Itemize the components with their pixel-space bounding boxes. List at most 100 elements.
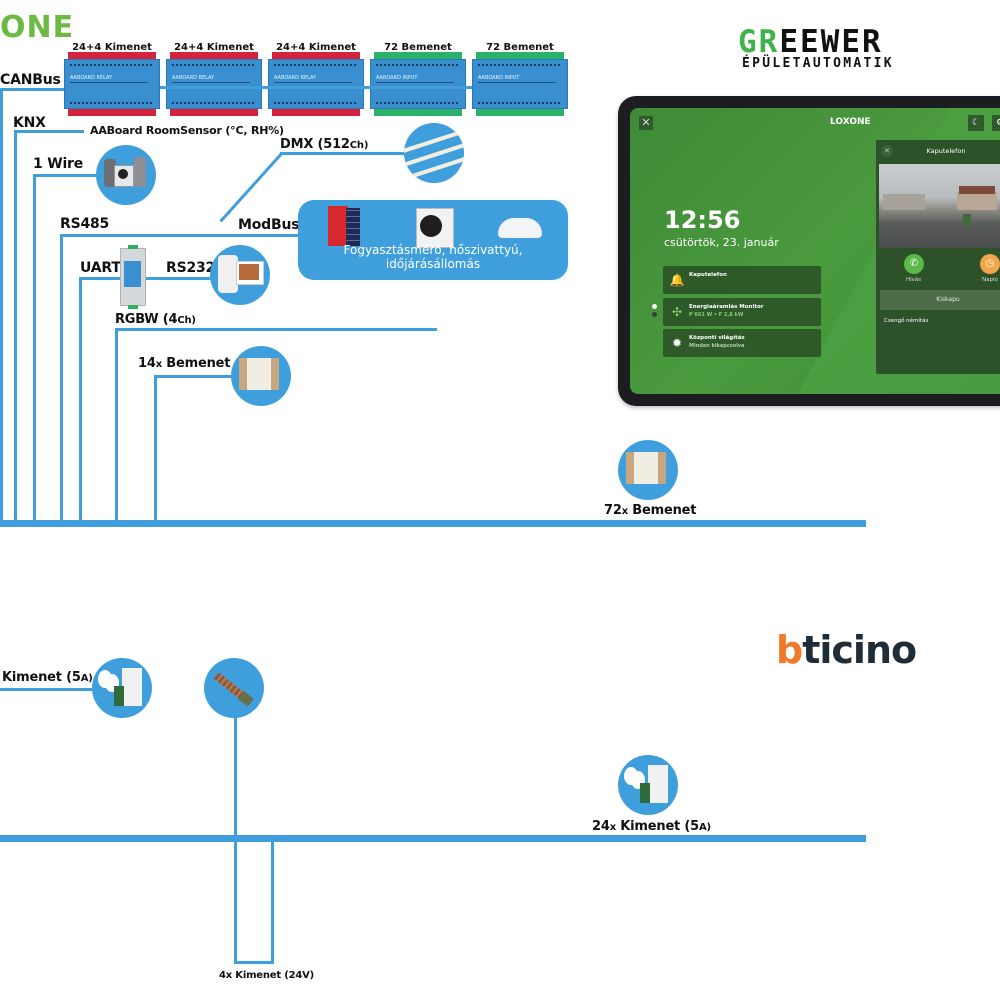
rs232-devices-icon — [210, 245, 270, 305]
log-button[interactable]: ◷ — [980, 254, 1000, 274]
modbus-devices-box: Fogyasztásmérő, hőszivattyú, időjárásáll… — [298, 200, 568, 280]
wire-canbus-h — [0, 88, 64, 91]
card-central-lighting[interactable]: ✹ Központi világítás Minden kikapcsolva — [663, 329, 821, 357]
module-label: AABOARD RELAY — [70, 75, 113, 81]
main-bus-upper — [0, 520, 866, 527]
wire-dmx-diagonal — [219, 152, 284, 223]
label-outputs-left-suffix: A) — [80, 673, 93, 684]
card-title: Energiaáramlás Monitor — [689, 304, 764, 310]
close-icon[interactable]: ✕ — [639, 116, 653, 130]
label-rgbw: RGBW (4Ch) — [115, 312, 196, 327]
led-strip-icon — [404, 123, 464, 183]
label-rs485: RS485 — [60, 216, 110, 232]
wire-inputs-14-h — [154, 375, 236, 378]
camera-feed — [879, 164, 1000, 248]
modbus-devices-caption: Fogyasztásmérő, hőszivattyú, időjárásáll… — [343, 243, 523, 271]
label-inputs-14: 14x Bemenet — [138, 356, 230, 371]
clock-date: csütörtök, 23. január — [664, 236, 779, 249]
greewer-logo: GREEWER — [738, 24, 883, 60]
panel-title: Kaputelefon — [926, 147, 966, 155]
module-title: 24+4 Kimenet — [174, 42, 254, 53]
gate-button[interactable]: Kiskapu — [880, 290, 1000, 310]
tablet-device: ✕ LOXONE ☾ ⚙ 12:56 csütörtök, 23. január… — [618, 96, 1000, 406]
module-title: 72 Bemenet — [486, 42, 554, 53]
relay-module: AABOARD RELAY — [64, 52, 160, 116]
outputs-devices-icon-left — [92, 658, 152, 718]
input-module: AABOARD INPUT — [472, 52, 568, 116]
wire-outputs-left-h — [0, 688, 96, 691]
main-bus-lower — [0, 835, 866, 842]
relay-module: AABOARD RELAY — [268, 52, 364, 116]
wire-inputs-14-v — [154, 375, 157, 522]
input-module: AABOARD INPUT — [370, 52, 466, 116]
wire-24v-loop — [234, 840, 274, 964]
label-knx: KNX — [13, 115, 46, 131]
module-title: 24+4 Kimenet — [276, 42, 356, 53]
label-inputs-14-text: Bemenet — [161, 356, 231, 371]
label-dmx: DMX (512Ch) — [280, 137, 368, 152]
heating-element-icon — [204, 658, 264, 718]
heat-pump-icon — [416, 208, 454, 248]
wire-module-link — [160, 86, 472, 89]
label-outputs-left-text: Kimenet (5 — [2, 670, 81, 685]
energy-flow-icon: ✣ — [671, 305, 683, 319]
module-title: 24+4 Kimenet — [72, 42, 152, 53]
label-dmx-text: DMX (512 — [280, 137, 350, 152]
label-dmx-suffix: Ch) — [349, 140, 369, 151]
settings-icon[interactable]: ⚙ — [992, 115, 1000, 131]
wall-switch-icon-14 — [231, 346, 291, 406]
page-indicator-inactive[interactable] — [652, 312, 657, 317]
label-modbus: ModBus — [238, 217, 300, 233]
label-outputs-24-suffix: A) — [699, 822, 711, 833]
label-outputs-24-text: Kimenet (5 — [615, 819, 699, 834]
module-title: 72 Bemenet — [384, 42, 452, 53]
label-inputs-14-num: 14 — [138, 356, 156, 371]
log-label: Napló — [982, 277, 998, 283]
card-subtitle: P 661 W • F 2,8 kW — [689, 312, 744, 318]
call-button[interactable]: ✆ — [904, 254, 924, 274]
wire-knx-v — [14, 130, 17, 522]
label-inputs-14-x: x — [155, 359, 162, 370]
wire-canbus-v — [0, 88, 3, 522]
page-indicator-active[interactable] — [652, 304, 657, 309]
label-outputs-24-x: x — [609, 822, 616, 833]
card-subtitle: Minden kikapcsolva — [689, 343, 745, 349]
night-mode-icon[interactable]: ☾ — [968, 115, 984, 131]
clock-time: 12:56 — [664, 206, 741, 234]
panel-close-icon[interactable]: ✕ — [881, 145, 893, 157]
label-uart: UART — [80, 260, 121, 276]
lightbulb-icon: ✹ — [671, 336, 683, 350]
energy-meter-icon — [328, 206, 348, 246]
uart-converter-icon — [120, 245, 146, 309]
module-label: AABOARD INPUT — [478, 75, 520, 81]
label-inputs-72-text: Bemenet — [627, 503, 697, 518]
call-label: Hívás — [906, 277, 922, 283]
label-canbus: CANBus — [0, 72, 61, 88]
label-rs232: RS232 — [166, 260, 216, 276]
card-energy-monitor[interactable]: ✣ Energiaáramlás Monitor P 661 W • F 2,8… — [663, 298, 821, 326]
wire-uart-v — [79, 277, 82, 522]
card-intercom[interactable]: 🔔 Kaputelefon — [663, 266, 821, 294]
loxone-logo: ONE — [0, 10, 75, 45]
greewer-logo-accent: GR — [738, 24, 780, 60]
bticino-logo: bticino — [776, 628, 917, 672]
wire-knx-h — [14, 130, 84, 133]
outputs-devices-icon-24 — [618, 755, 678, 815]
greewer-logo-rest: EEWER — [779, 24, 883, 60]
label-outputs-24-num: 24 — [592, 819, 610, 834]
wire-dmx-h — [280, 152, 410, 155]
doorbell-mute-toggle[interactable]: Csengő némítás — [884, 318, 929, 324]
bticino-logo-rest: ticino — [802, 628, 917, 672]
card-title: Kaputelefon — [689, 272, 727, 278]
greewer-subtitle: ÉPÜLETAUTOMATIK — [742, 56, 894, 71]
label-outputs-24: 24x Kimenet (5A) — [592, 819, 711, 834]
weather-station-icon — [498, 218, 542, 238]
label-inputs-72-x: x — [621, 506, 628, 517]
bticino-logo-b: b — [776, 628, 803, 672]
relay-module: AABOARD RELAY — [166, 52, 262, 116]
app-brand: LOXONE — [830, 117, 871, 127]
label-outputs-left: Kimenet (5A) — [2, 670, 93, 685]
onewire-devices-icon — [96, 145, 156, 205]
label-roomsensor: AABoard RoomSensor (°C, RH%) — [90, 124, 284, 137]
label-rgbw-suffix: Ch) — [177, 315, 196, 326]
